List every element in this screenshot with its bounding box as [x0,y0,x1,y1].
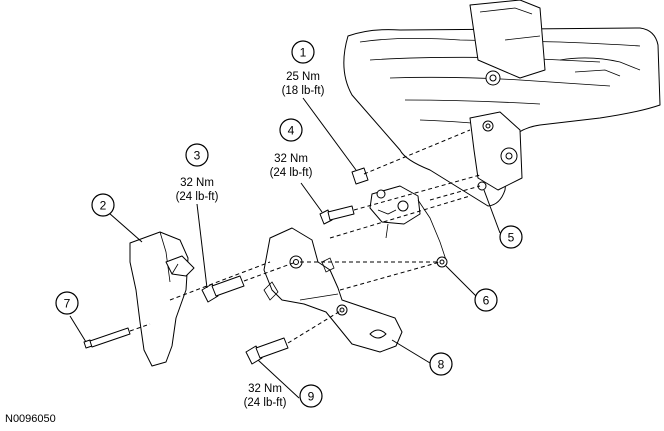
callout-number: 7 [64,297,71,311]
callout-3: 3 32 Nm (24 lb-ft) [176,143,219,203]
callout-number: 3 [194,149,201,163]
nut-5 [429,181,487,201]
callout-number: 6 [483,294,490,308]
leader-4 [300,182,323,213]
callout-6: 6 [474,288,498,312]
pivot-bracket [469,111,523,191]
bolt-9 [245,309,343,365]
callout-number: 2 [100,199,107,213]
leader-3 [196,203,208,289]
torque-metric: 32 Nm [274,153,308,165]
leader-1 [302,97,357,171]
leader-5 [483,189,501,234]
torque-metric: 32 Nm [180,177,214,189]
callout-number: 5 [508,231,515,245]
leader-9 [257,359,300,399]
torque-metric: 25 Nm [286,71,320,83]
leader-6 [445,265,477,297]
callout-8: 8 [429,352,453,376]
bolt-3 [201,261,297,303]
callout-number: 8 [438,358,445,372]
latch-assembly [369,185,447,261]
figure-id: N0096050 [5,413,56,425]
callout-7: 7 [55,291,79,315]
callout-number: 1 [300,46,307,60]
torque-imperial: (24 lb-ft) [270,167,313,179]
callout-number: 4 [288,124,295,138]
spacer-6 [300,256,448,268]
torque-metric: 32 Nm [248,383,282,395]
torque-imperial: (18 lb-ft) [282,85,325,97]
callout-2: 2 [91,193,115,217]
torque-imperial: (24 lb-ft) [176,191,219,203]
torque-imperial: (24 lb-ft) [244,397,287,409]
screw-7 [83,323,151,349]
leader-8 [391,339,431,364]
callout-number: 9 [308,390,315,404]
bolt-1 [351,129,471,185]
callout-4: 4 32 Nm (24 lb-ft) [270,118,313,179]
callout-9: 9 32 Nm (24 lb-ft) [244,383,323,409]
callout-5: 5 [499,225,523,249]
leader-7 [69,315,87,343]
leader-2 [108,212,143,243]
mounting-bracket [263,227,403,353]
callout-1: 1 25 Nm (18 lb-ft) [282,40,325,97]
bolt-4 [319,174,481,225]
bracket-cover [129,231,195,367]
